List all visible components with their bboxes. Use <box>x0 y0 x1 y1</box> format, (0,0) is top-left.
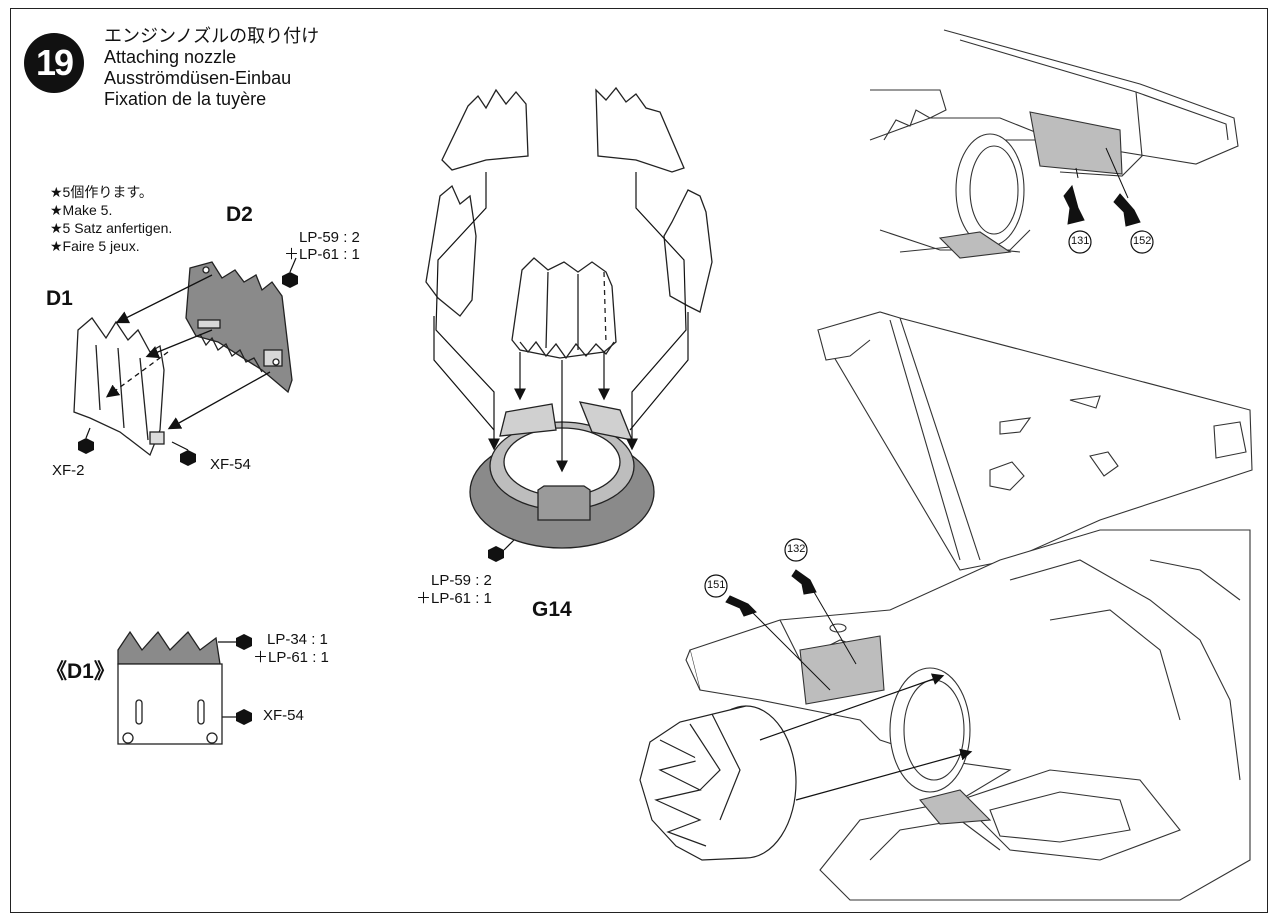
part-d2-drawing <box>185 261 293 394</box>
callout-circle-132 <box>784 538 808 562</box>
paint-d2-line2: ＋LP-61 : 1 <box>284 246 360 263</box>
aircraft-upper-detail <box>869 29 1239 259</box>
step-number-badge: 19 <box>24 33 84 93</box>
label-g14: G14 <box>532 598 572 621</box>
paint-leaders <box>85 257 517 718</box>
note-de: ★5 Satz anfertigen. <box>50 220 173 236</box>
title-ja: エンジンノズルの取り付け <box>104 26 320 46</box>
callout-circle-152 <box>1130 230 1154 254</box>
paint-g14-line1: LP-59 : 2 <box>431 572 492 589</box>
paint-detail-line1: LP-34 : 1 <box>267 631 328 648</box>
label-d1: D1 <box>46 287 73 310</box>
note-ja: ★5個作ります。 <box>50 184 153 200</box>
paint-d1: XF-2 <box>52 462 85 479</box>
upper-callout-arrows <box>1063 147 1141 227</box>
label-d2: D2 <box>226 203 253 226</box>
label-d1-detail: 《D1》 <box>46 660 115 683</box>
paint-detail-line2: ＋LP-61 : 1 <box>253 649 329 666</box>
title-en: Attaching nozzle <box>104 47 237 67</box>
make-five-note: ★5個作ります。 ★Make 5. ★5 Satz anfertigen. ★F… <box>50 183 172 255</box>
step-title: エンジンノズルの取り付け Attaching nozzle Ausströmdü… <box>104 26 319 110</box>
paint-markers <box>78 272 504 725</box>
callout-132: 132 <box>787 543 806 555</box>
title-de: Ausströmdüsen-Einbau <box>104 68 292 88</box>
aircraft-lower-main <box>685 311 1253 901</box>
title-fr: Fixation de la tuyère <box>104 89 267 109</box>
step-number: 19 <box>35 42 74 83</box>
nozzle-petals-exploded <box>425 86 713 360</box>
callout-circle-131 <box>1068 230 1092 254</box>
grey-panel-lower <box>799 635 885 705</box>
note-fr: ★Faire 5 jeux. <box>50 238 140 254</box>
callout-151: 151 <box>707 579 726 591</box>
nozzle-to-fuselage-arrows <box>759 673 973 801</box>
paint-d1-tab: XF-54 <box>210 456 251 473</box>
d1-d2-arrows <box>105 274 271 430</box>
callout-circle-151 <box>704 574 728 598</box>
paint-detail-color: XF-54 <box>263 707 304 724</box>
nozzle-assembled-drawing <box>639 705 797 861</box>
d1-detail-drawing <box>117 630 223 745</box>
paint-d2-line1: LP-59 : 2 <box>299 229 360 246</box>
note-en: ★Make 5. <box>50 202 113 218</box>
paint-g14-line2: ＋LP-61 : 1 <box>416 590 492 607</box>
page-frame <box>10 8 1268 913</box>
grey-panel-lower-2 <box>919 789 992 825</box>
nozzle-assembly-arrows <box>433 172 689 473</box>
callout-131: 131 <box>1071 235 1090 247</box>
callout-152: 152 <box>1133 235 1152 247</box>
lower-callout-arrows <box>725 569 857 691</box>
